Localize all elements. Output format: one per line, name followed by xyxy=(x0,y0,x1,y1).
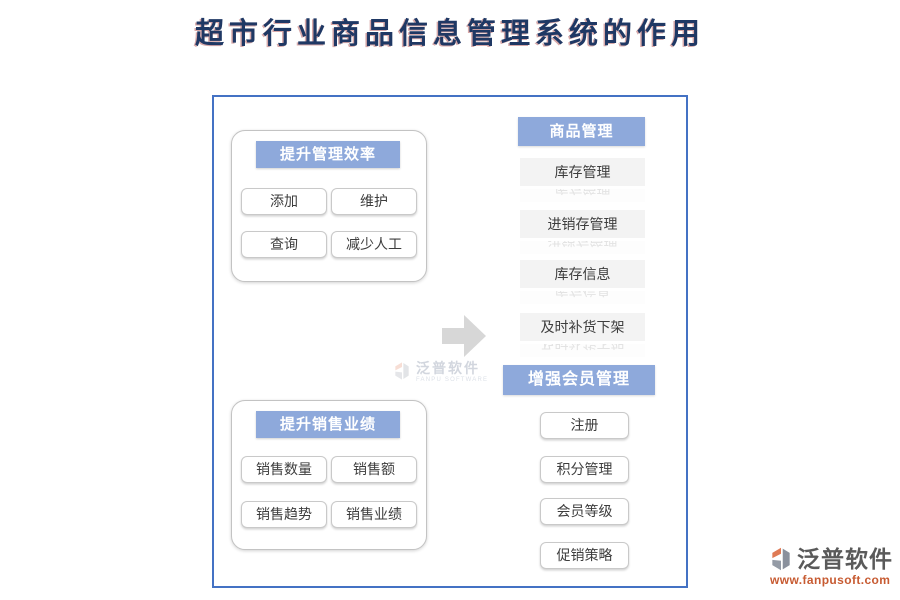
diagram-node: 注册 xyxy=(540,412,629,439)
header-member-management: 增强会员管理 xyxy=(503,365,655,395)
node-label: 及时补货下架 xyxy=(540,319,625,335)
diagram-node: 销售趋势 xyxy=(241,501,327,528)
group-header: 提升管理效率 xyxy=(256,141,400,168)
fanpu-logo-icon xyxy=(772,547,790,571)
watermark-subtitle: FANPU SOFTWARE xyxy=(416,377,489,383)
group-sales-performance: 提升销售业绩 销售数量 销售额 销售趋势 销售业绩 xyxy=(231,400,427,550)
diagram-node: 销售数量 xyxy=(241,456,327,483)
diagram-node: 会员等级 xyxy=(540,498,629,525)
diagram-node: 库存信息 库存信息 xyxy=(520,260,645,304)
diagram-node: 进销存管理 进销存管理 xyxy=(520,210,645,254)
diagram-node: 添加 xyxy=(241,188,327,215)
header-product-management: 商品管理 xyxy=(518,117,645,146)
diagram-frame: 提升管理效率 添加 维护 查询 减少人工 提升销售业绩 销售数量 销售额 销售趋… xyxy=(212,95,688,588)
diagram-node: 及时补货下架 及时补货下架 xyxy=(520,313,645,357)
node-label: 库存管理 xyxy=(554,164,611,180)
diagram-node: 销售额 xyxy=(331,456,417,483)
watermark: 泛普软件 FANPU SOFTWARE xyxy=(392,361,512,384)
diagram-node: 促销策略 xyxy=(540,542,629,569)
diagram-node: 库存管理 库存管理 xyxy=(520,158,645,202)
node-label: 库存信息 xyxy=(554,266,611,282)
diagram-node: 维护 xyxy=(331,188,417,215)
diagram-node: 销售业绩 xyxy=(331,501,417,528)
page-title: 超市行业商品信息管理系统的作用 xyxy=(194,18,705,50)
reflection: 进销存管理 xyxy=(520,241,645,254)
reflection: 及时补货下架 xyxy=(520,344,645,357)
diagram-node: 积分管理 xyxy=(540,456,629,483)
brand-url: www.fanpusoft.com xyxy=(770,573,891,587)
diagram-node: 减少人工 xyxy=(331,231,417,258)
group-management-efficiency: 提升管理效率 添加 维护 查询 减少人工 xyxy=(231,130,427,282)
brand-logo: 泛普软件 www.fanpusoft.com xyxy=(768,546,893,587)
reflection: 库存管理 xyxy=(520,189,645,202)
right-arrow-icon xyxy=(442,315,486,357)
watermark-name: 泛普软件 xyxy=(416,360,480,376)
node-label: 进销存管理 xyxy=(547,216,618,232)
brand-name: 泛普软件 xyxy=(797,546,893,572)
fanpu-logo-icon xyxy=(395,362,409,380)
group-header: 提升销售业绩 xyxy=(256,411,400,438)
diagram-node: 查询 xyxy=(241,231,327,258)
reflection: 库存信息 xyxy=(520,291,645,304)
